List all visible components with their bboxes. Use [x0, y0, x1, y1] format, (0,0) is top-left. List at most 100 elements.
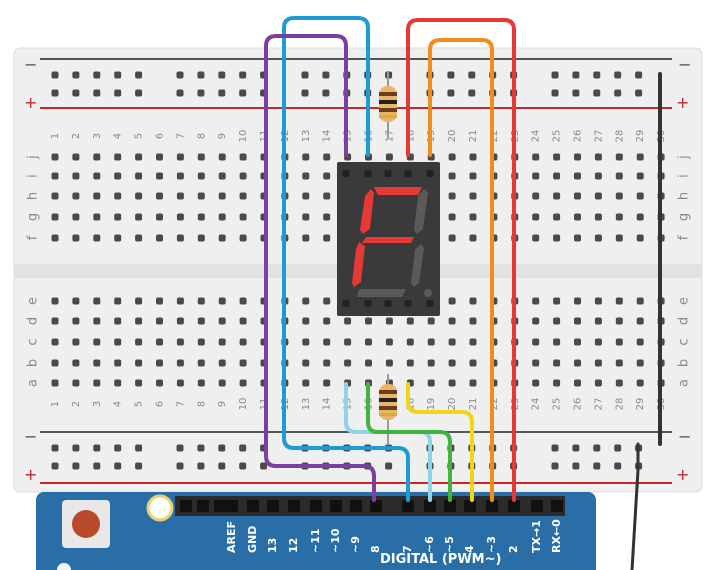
hole-d8[interactable]	[197, 317, 205, 325]
hole-a14[interactable]	[323, 379, 331, 387]
hole-f2[interactable]	[72, 234, 80, 242]
hole-b10[interactable]	[239, 359, 247, 367]
hole-d15[interactable]	[344, 317, 352, 325]
rail-bottom-plus-hole[interactable]	[239, 462, 247, 470]
hole-f24[interactable]	[532, 234, 540, 242]
hole-e3[interactable]	[93, 297, 101, 305]
hole-f20[interactable]	[448, 234, 456, 242]
hole-j9[interactable]	[218, 153, 226, 161]
rail-bottom-plus-hole[interactable]	[93, 462, 101, 470]
hole-a2[interactable]	[72, 379, 80, 387]
rail-bottom-minus-hole[interactable]	[114, 444, 122, 452]
rail-bottom-minus-hole[interactable]	[135, 444, 143, 452]
header-socket[interactable]	[310, 500, 322, 512]
hole-h5[interactable]	[135, 192, 143, 200]
hole-g5[interactable]	[135, 213, 143, 221]
hole-f29[interactable]	[636, 234, 644, 242]
hole-b14[interactable]	[323, 359, 331, 367]
hole-i8[interactable]	[197, 172, 205, 180]
hole-e29[interactable]	[636, 297, 644, 305]
rail-top-minus-hole[interactable]	[72, 71, 80, 79]
hole-h13[interactable]	[302, 192, 310, 200]
header-socket[interactable]	[444, 500, 456, 512]
hole-a29[interactable]	[636, 379, 644, 387]
hole-j17[interactable]	[385, 153, 393, 161]
hole-f21[interactable]	[469, 234, 477, 242]
hole-f4[interactable]	[114, 234, 122, 242]
rail-bottom-plus-hole[interactable]	[51, 462, 59, 470]
hole-f28[interactable]	[615, 234, 623, 242]
hole-i28[interactable]	[615, 172, 623, 180]
hole-g21[interactable]	[469, 213, 477, 221]
rail-top-plus-hole[interactable]	[593, 89, 601, 97]
hole-c8[interactable]	[197, 338, 205, 346]
hole-c13[interactable]	[302, 338, 310, 346]
hole-j8[interactable]	[197, 153, 205, 161]
hole-e26[interactable]	[574, 297, 581, 305]
hole-i1[interactable]	[51, 172, 59, 180]
hole-j10[interactable]	[239, 153, 247, 161]
hole-i29[interactable]	[636, 172, 644, 180]
hole-b4[interactable]	[114, 359, 122, 367]
hole-b18[interactable]	[406, 359, 414, 367]
rail-top-plus-hole[interactable]	[239, 89, 247, 97]
hole-c1[interactable]	[51, 338, 59, 346]
hole-c4[interactable]	[114, 338, 122, 346]
header-socket[interactable]	[424, 500, 436, 512]
hole-d5[interactable]	[135, 317, 143, 325]
hole-j25[interactable]	[553, 153, 561, 161]
hole-b5[interactable]	[135, 359, 143, 367]
hole-a28[interactable]	[615, 379, 623, 387]
hole-e24[interactable]	[532, 297, 540, 305]
hole-e6[interactable]	[156, 297, 163, 305]
hole-c27[interactable]	[594, 338, 602, 346]
rail-top-minus-hole[interactable]	[114, 71, 122, 79]
header-socket[interactable]	[531, 500, 543, 512]
header-socket[interactable]	[551, 500, 563, 512]
rail-top-plus-hole[interactable]	[635, 89, 643, 97]
hole-e28[interactable]	[615, 297, 623, 305]
hole-d27[interactable]	[594, 317, 602, 325]
rail-top-plus-hole[interactable]	[51, 89, 59, 97]
hole-a3[interactable]	[93, 379, 101, 387]
hole-f10[interactable]	[239, 234, 247, 242]
hole-h7[interactable]	[176, 192, 184, 200]
rail-bottom-plus-hole[interactable]	[593, 462, 601, 470]
hole-j1[interactable]	[51, 153, 59, 161]
header-socket[interactable]	[370, 500, 382, 512]
hole-d2[interactable]	[72, 317, 80, 325]
hole-a21[interactable]	[469, 379, 477, 387]
rail-top-plus-hole[interactable]	[72, 89, 80, 97]
hole-b13[interactable]	[302, 359, 310, 367]
hole-i13[interactable]	[302, 172, 310, 180]
hole-c9[interactable]	[218, 338, 226, 346]
header-socket[interactable]	[226, 500, 238, 512]
hole-a13[interactable]	[302, 379, 310, 387]
rail-top-minus-hole[interactable]	[447, 71, 455, 79]
hole-f1[interactable]	[51, 234, 59, 242]
rail-bottom-minus-hole[interactable]	[51, 444, 59, 452]
header-socket[interactable]	[247, 500, 259, 512]
hole-d21[interactable]	[469, 317, 477, 325]
hole-h24[interactable]	[532, 192, 540, 200]
hole-e8[interactable]	[197, 297, 205, 305]
hole-b27[interactable]	[594, 359, 602, 367]
hole-a10[interactable]	[239, 379, 247, 387]
hole-j14[interactable]	[323, 153, 331, 161]
hole-h21[interactable]	[469, 192, 477, 200]
header-socket[interactable]	[402, 500, 414, 512]
rail-top-plus-hole[interactable]	[614, 89, 622, 97]
hole-g2[interactable]	[72, 213, 80, 221]
hole-a27[interactable]	[594, 379, 602, 387]
rail-top-plus-hole[interactable]	[218, 89, 226, 97]
rail-top-plus-hole[interactable]	[135, 89, 143, 97]
hole-e2[interactable]	[72, 297, 80, 305]
rail-bottom-plus-hole[interactable]	[260, 462, 268, 470]
hole-c19[interactable]	[427, 338, 435, 346]
reset-button-cap[interactable]	[72, 510, 100, 538]
hole-a26[interactable]	[574, 379, 581, 387]
hole-b29[interactable]	[636, 359, 644, 367]
hole-j26[interactable]	[574, 153, 581, 161]
hole-d7[interactable]	[176, 317, 184, 325]
rail-bottom-plus-hole[interactable]	[72, 462, 80, 470]
